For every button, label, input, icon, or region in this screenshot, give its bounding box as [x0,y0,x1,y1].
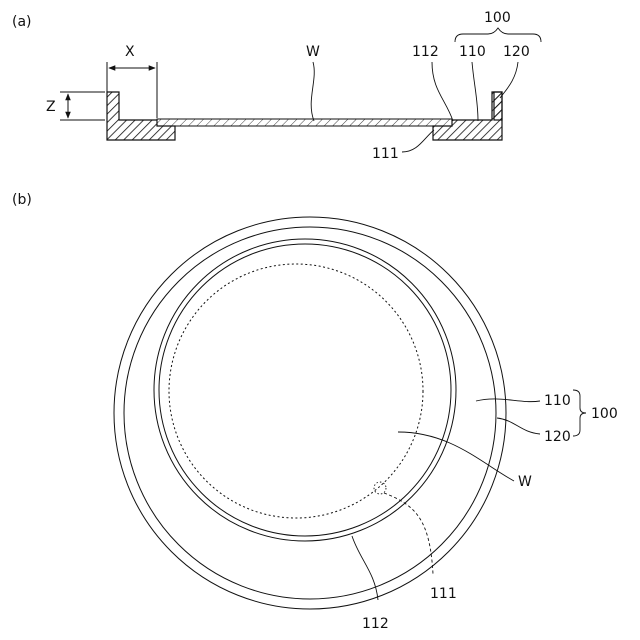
label-110-b: 110 [544,393,571,409]
recess-112-outer [154,239,456,541]
label-w-b: W [518,474,532,490]
leader-120-b [497,418,540,434]
guide-wall-120 [494,92,502,120]
outer-ring-120-outer [114,217,506,609]
label-112-b: 112 [362,616,389,632]
label-111-b: 111 [430,586,457,602]
panel-a: (a) X Z W 112 110 120 100 [12,10,541,162]
dim-x-label: X [125,44,135,60]
leader-112-a [432,62,453,121]
leader-120-a [500,62,518,98]
label-110-a: 110 [459,44,486,60]
leader-110-b [476,399,540,402]
label-100-b: 100 [591,406,618,422]
label-111-a: 111 [372,146,399,162]
label-120-b: 120 [544,429,571,445]
label-w-a: W [306,44,320,60]
leader-w-a [311,62,314,121]
region-111-marker [374,482,386,494]
brace-100-b [573,390,586,436]
recess-112-inner [159,244,451,536]
outer-ring-120-inner [124,227,496,599]
holder-left-section [107,92,175,140]
holder-right-section [433,92,502,140]
label-100-a: 100 [484,10,511,26]
brace-100-a [455,28,541,42]
dim-z-label: Z [46,99,56,115]
leader-110-a [472,62,478,121]
label-120-a: 120 [503,44,530,60]
leader-111-b [384,493,433,574]
leader-111-a [402,130,434,152]
wafer-w-outline [169,264,423,518]
panel-a-tag: (a) [12,14,32,30]
panel-b-tag: (b) [12,192,32,208]
label-112-a: 112 [412,44,439,60]
wafer-w-section [157,119,452,126]
panel-b: (b) 110 120 100 W 111 112 [12,192,618,632]
